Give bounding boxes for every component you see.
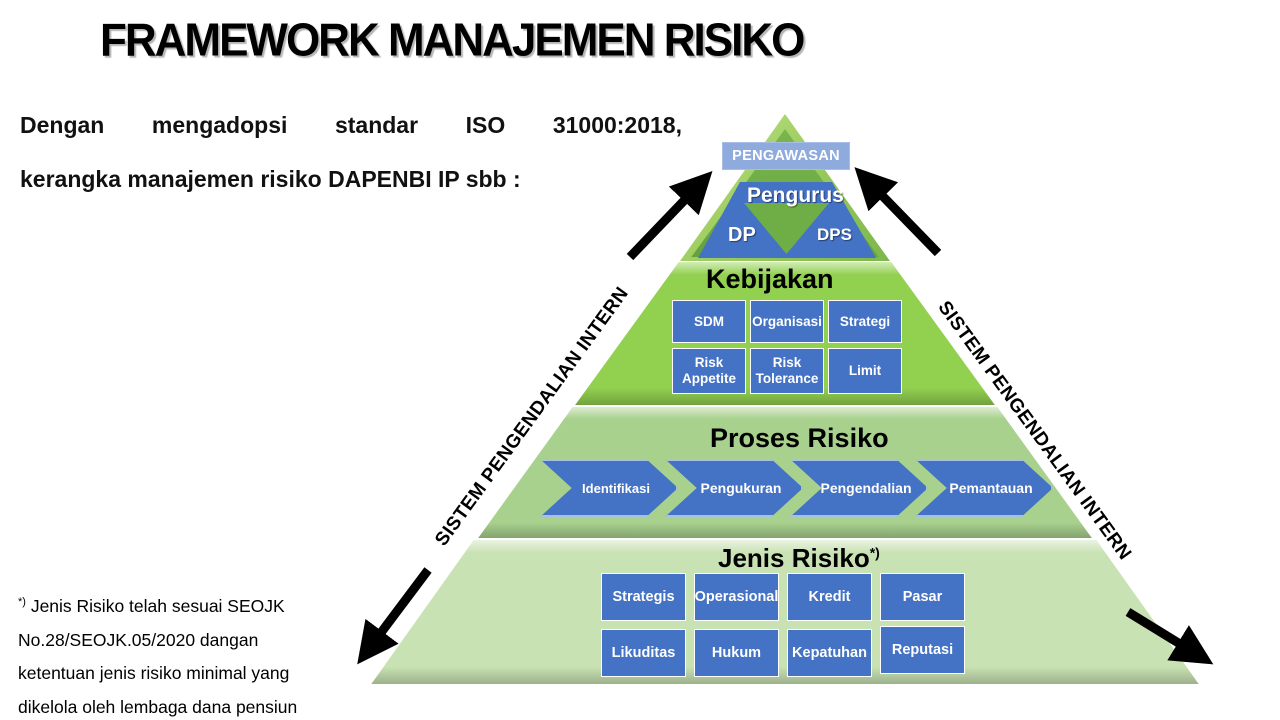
policy-box-risk-appetite: Risk Appetite — [672, 348, 746, 394]
footnote-marker: *) — [18, 596, 26, 609]
policy-layer-title: Kebijakan — [706, 264, 834, 294]
risk-box-strategis: Strategis — [601, 573, 686, 621]
policy-box-organisasi: Organisasi — [750, 300, 824, 343]
policy-box-sdm: SDM — [672, 300, 746, 343]
risk-types-title-text: Jenis Risiko — [718, 543, 870, 573]
risk-box-likuditas: Likuditas — [601, 629, 686, 677]
process-step-pemantauan: Pemantauan — [915, 459, 1053, 517]
intro-paragraph: Dengan mengadopsi standar ISO 31000:2018… — [20, 112, 682, 193]
slide-title: FRAMEWORK MANAJEMEN RISIKO — [100, 14, 805, 66]
governance-dps-label: DPS — [817, 225, 852, 244]
footnote-text: Jenis Risiko telah sesuai SEOJK No.28/SE… — [18, 596, 298, 717]
governance-title: Pengurus — [747, 184, 844, 207]
footnote: *) Jenis Risiko telah sesuai SEOJK No.28… — [18, 590, 340, 720]
risk-box-hukum: Hukum — [694, 629, 779, 677]
oversight-banner: PENGAWASAN — [722, 142, 850, 170]
risk-types-title-superscript: *) — [869, 544, 880, 561]
risk-types-layer — [371, 540, 1199, 684]
left-arrow-down-segment — [357, 567, 432, 665]
policy-box-strategi: Strategi — [828, 300, 902, 343]
risk-box-operasional: Operasional — [694, 573, 779, 621]
governance-dp-label: DP — [728, 224, 756, 246]
risk-box-pasar: Pasar — [880, 573, 965, 621]
policy-box-limit: Limit — [828, 348, 902, 394]
risk-types-layer-title: Jenis Risiko*) — [718, 543, 880, 574]
risk-box-kepatuhan: Kepatuhan — [787, 629, 872, 677]
process-layer-title: Proses Risiko — [710, 423, 889, 453]
risk-box-kredit: Kredit — [787, 573, 872, 621]
right-arrow-up-segment — [854, 167, 942, 257]
intro-line-2: kerangka manajemen risiko DAPENBI IP sbb… — [20, 166, 521, 192]
left-arrow-up-segment — [626, 171, 713, 261]
risk-box-reputasi: Reputasi — [880, 626, 965, 674]
intro-line-1: Dengan mengadopsi standar ISO 31000:2018… — [20, 112, 682, 138]
policy-box-risk-tolerance: Risk Tolerance — [750, 348, 824, 394]
right-arrow-down-segment — [1125, 608, 1214, 665]
